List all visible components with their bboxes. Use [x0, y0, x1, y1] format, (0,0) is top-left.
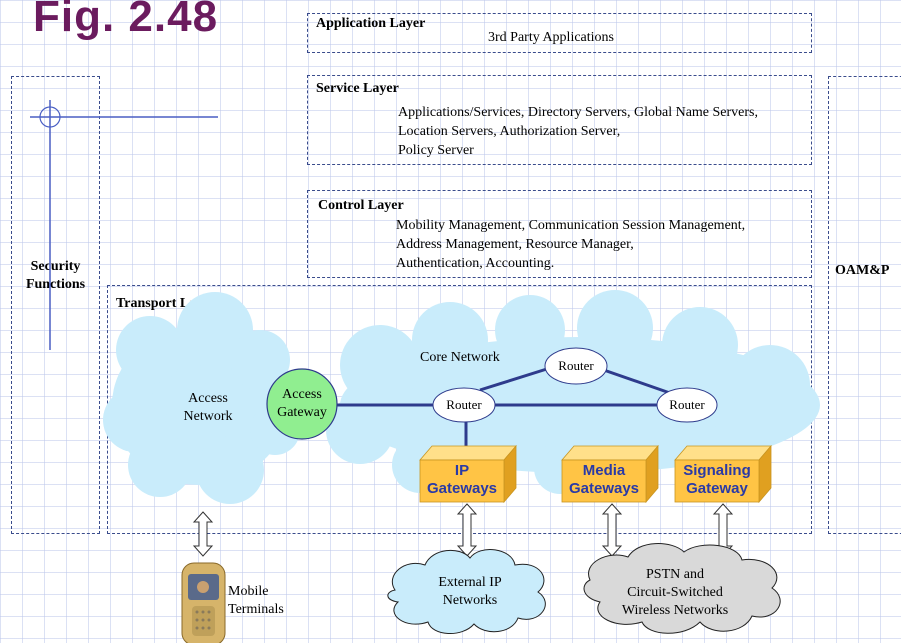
external-ip-line: External IP: [438, 575, 502, 590]
signaling-gateway-line: Signaling: [683, 462, 751, 479]
application-layer-box: Application Layer 3rd Party Applications: [307, 13, 812, 53]
signaling-gateway-box: [674, 444, 772, 504]
router-label-top: Router: [558, 358, 594, 373]
service-line: Policy Server: [398, 143, 474, 158]
security-line: Security: [30, 259, 81, 274]
external-ip-line: Networks: [442, 593, 498, 608]
pstn-networks-label: PSTN and Circuit-Switched Wireless Netwo…: [605, 566, 745, 620]
signaling-gateway-line: Gateway: [686, 480, 748, 497]
security-functions-label: Security Functions: [12, 258, 99, 294]
access-gateway-line: Access: [282, 387, 322, 402]
core-network-label: Core Network: [420, 350, 500, 365]
router-label-left: Router: [446, 397, 482, 412]
signaling-gateway-label: Signaling Gateway: [675, 462, 759, 498]
oamp-label: OAM&P: [835, 263, 890, 278]
media-gateways-label: Media Gateways: [562, 462, 646, 498]
service-line: Location Servers, Authorization Server,: [398, 124, 621, 139]
link-router-top-router: [479, 366, 551, 392]
control-layer-content: Mobility Management, Communication Sessi…: [396, 216, 745, 273]
media-gateways-box: [561, 444, 659, 504]
control-line: Mobility Management, Communication Sessi…: [396, 218, 746, 233]
media-gateways-line: Media: [582, 462, 626, 479]
network-links: [336, 366, 671, 452]
access-network-line: Network: [183, 409, 233, 424]
pstn-line: Circuit-Switched: [627, 585, 723, 600]
arrow-media-pstn: [601, 503, 623, 557]
figure-title: Fig. 2.48: [33, 0, 219, 41]
access-gateway-node: [266, 368, 338, 440]
external-ip-networks-label: External IP Networks: [425, 574, 515, 610]
mobile-terminals-label: Mobile Terminals: [228, 583, 284, 619]
pstn-line: PSTN and: [646, 567, 704, 582]
link-top-router-right-router: [597, 366, 671, 395]
ip-gateways-line: Gateways: [426, 480, 498, 497]
service-line: Applications/Services, Directory Servers…: [398, 105, 759, 120]
router-node-right: [656, 387, 718, 423]
arrow-ip-external: [456, 503, 478, 557]
mobile-line: Terminals: [228, 602, 284, 617]
control-layer-label: Control Layer: [318, 198, 404, 213]
media-gateways-line: Gateways: [568, 480, 640, 497]
access-network-label: Access Network: [168, 390, 248, 426]
ip-gateways-label: IP Gateways: [420, 462, 504, 498]
router-node-left: [432, 387, 496, 423]
mobile-phone-icon: [181, 562, 226, 643]
control-line: Address Management, Resource Manager,: [396, 237, 634, 252]
service-layer-label: Service Layer: [316, 81, 399, 96]
oamp-panel: OAM&P: [828, 76, 901, 534]
access-network-line: Access: [188, 391, 228, 406]
application-layer-label: Application Layer: [316, 16, 426, 31]
arrow-access-mobile: [192, 511, 214, 557]
security-functions-panel: Security Functions: [11, 76, 100, 534]
control-layer-box: Control Layer Mobility Management, Commu…: [307, 190, 812, 278]
ip-gateways-line: IP: [454, 462, 470, 479]
security-line: Functions: [25, 277, 86, 292]
mobile-line: Mobile: [228, 584, 269, 599]
pstn-cloud: [583, 543, 781, 634]
router-node-top: [544, 347, 608, 385]
external-ip-cloud: [387, 549, 546, 634]
access-gateway-line: Gateway: [277, 405, 327, 420]
ip-gateways-box: [419, 444, 517, 504]
crosshair-circle: [39, 106, 61, 128]
access-gateway-label: Access Gateway: [270, 386, 334, 422]
application-layer-content: 3rd Party Applications: [488, 30, 614, 45]
router-label-right: Router: [669, 397, 705, 412]
service-layer-box: Service Layer Applications/Services, Dir…: [307, 75, 812, 165]
access-network-cloud: [103, 292, 300, 504]
service-layer-content: Applications/Services, Directory Servers…: [398, 103, 758, 160]
control-line: Authentication, Accounting.: [396, 256, 555, 271]
pstn-line: Wireless Networks: [621, 603, 729, 618]
